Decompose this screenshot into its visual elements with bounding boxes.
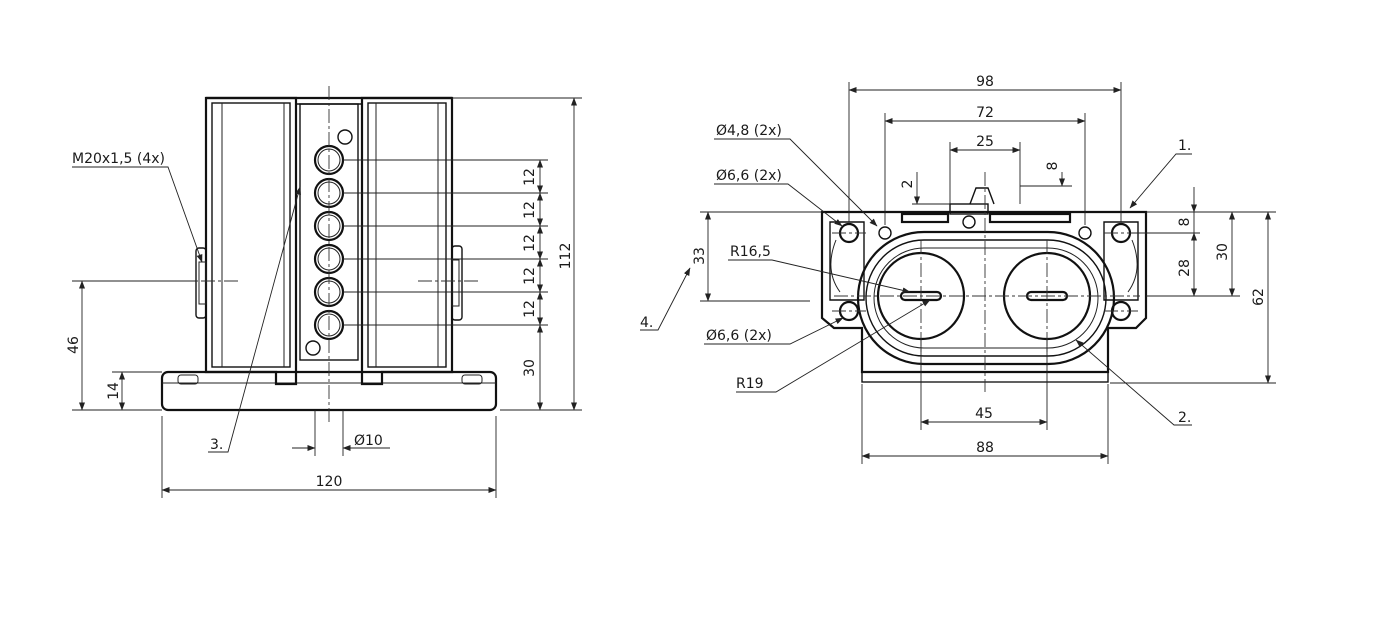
dim-pin-diameter: Ø10 [354, 433, 383, 449]
hole-48-label: Ø4,8 (2x) [716, 123, 782, 139]
dim-12-4: 12 [522, 267, 538, 285]
dim-45: 45 [975, 406, 993, 422]
left-housing [204, 96, 298, 386]
dim-30-side: 30 [522, 359, 538, 377]
dim-62: 62 [1251, 288, 1267, 306]
dim-14: 14 [106, 382, 122, 400]
item-4-label: 4. [640, 315, 653, 331]
dim-2: 2 [900, 180, 916, 189]
dim-46: 46 [66, 336, 82, 354]
dim-8-top: 8 [1045, 162, 1061, 171]
radius-165-label: R16,5 [730, 244, 771, 260]
dim-30-top: 30 [1215, 243, 1231, 261]
item-3-label: 3. [210, 437, 223, 453]
item-2-label: 2. [1178, 410, 1191, 426]
dim-72: 72 [976, 105, 994, 121]
dim-12-2: 12 [522, 201, 538, 219]
side-view: M20x1,5 (4x) 3. 112 12 12 12 12 12 30 46… [66, 86, 582, 498]
dim-8-right: 8 [1177, 218, 1193, 227]
dim-112: 112 [558, 243, 574, 270]
dim-33: 33 [692, 247, 708, 265]
dim-25: 25 [976, 134, 994, 150]
dim-98: 98 [976, 74, 994, 90]
hole-66-top-label: Ø6,6 (2x) [716, 168, 782, 184]
radius-19-label: R19 [736, 376, 764, 392]
dim-120: 120 [316, 474, 343, 490]
dim-12-5: 12 [522, 300, 538, 318]
oval-seal-outer [856, 230, 1116, 366]
hole-66-bottom-label: Ø6,6 (2x) [706, 328, 772, 344]
top-view: 98 72 25 8 2 Ø4,8 (2x) Ø6,6 (2x) R16,5 Ø… [640, 74, 1276, 464]
item-1-label: 1. [1178, 138, 1191, 154]
dim-88: 88 [976, 440, 994, 456]
dim-12-1: 12 [522, 168, 538, 186]
dim-12-3: 12 [522, 234, 538, 252]
cable-gland-right [451, 245, 463, 321]
thread-label: M20x1,5 (4x) [72, 151, 165, 167]
dim-28: 28 [1177, 259, 1193, 277]
